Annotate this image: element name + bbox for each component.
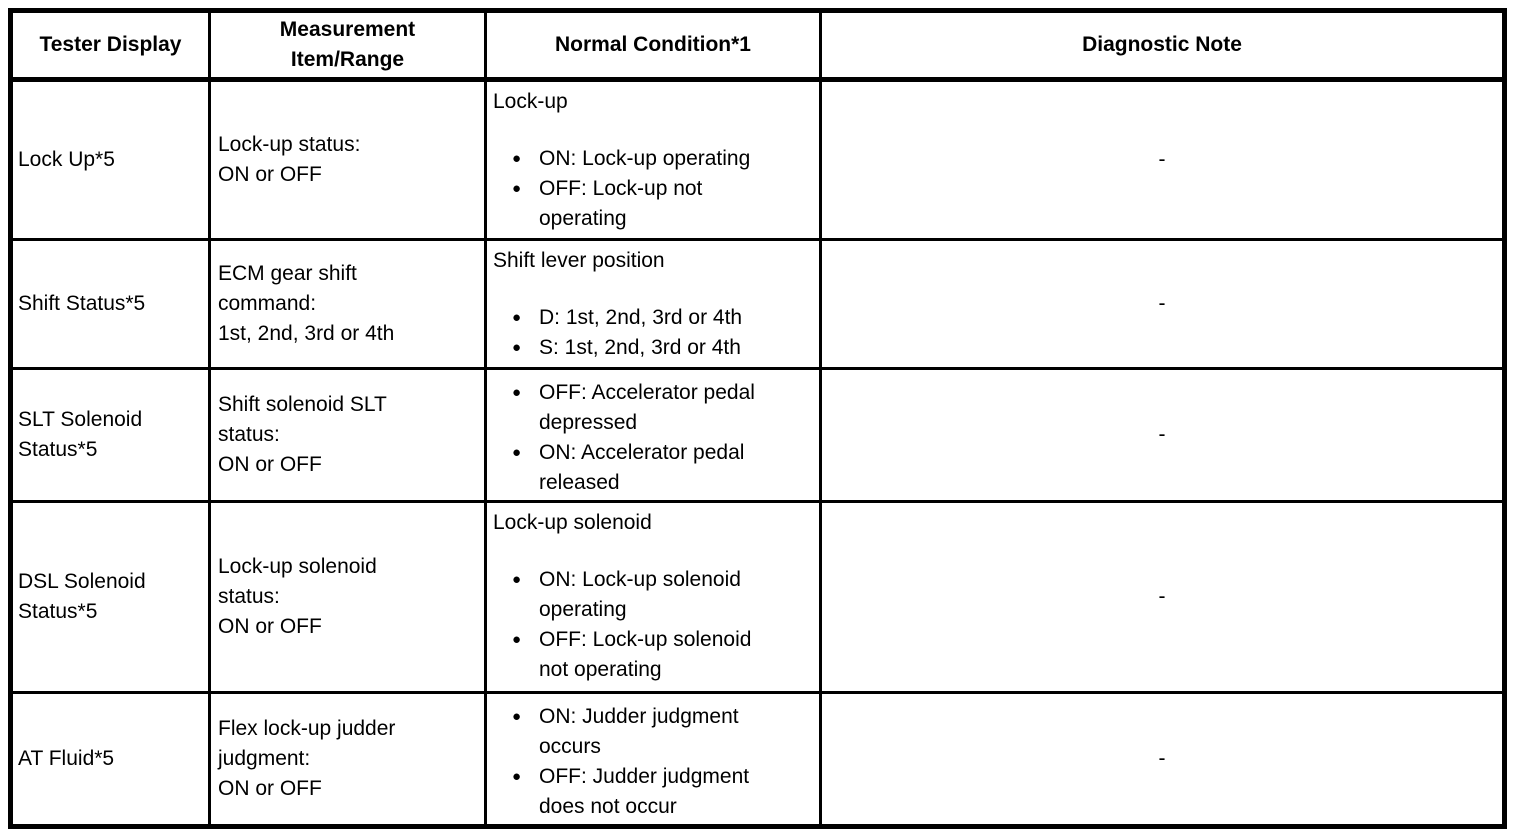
normal-condition-intro: Lock-up solenoid [493,511,652,534]
bullet-text: ON: Judder judgment occurs [539,705,739,758]
table-row: AT Fluid*5 Flex lock-up judder judgment:… [9,691,1506,828]
measurement-item-range-cell: Lock-up solenoid status: ON or OFF [208,500,487,694]
diagnostic-note-cell: - [819,691,1506,828]
bullet-text: OFF: Accelerator pedal depressed [539,381,755,434]
bullet-icon: ● [512,768,522,785]
bullet-item: ● D: 1st, 2nd, 3rd or 4th [493,303,813,333]
measurement-item-range-cell: Lock-up status: ON or OFF [208,78,487,241]
bullet-text: OFF: Judder judgment does not occur [539,765,750,818]
bullet-list: ● ON: Lock-up solenoid operating ● OFF: Loc… [493,565,813,685]
bullet-text: OFF: Lock-up solenoid not operating [539,628,752,681]
tester-display-cell: Lock Up*5 [9,78,211,241]
tester-display-cell: AT Fluid*5 [9,691,211,828]
bullet-list: ● ON: Judder judgment occurs ● OFF: Judder … [493,702,813,822]
header-row: Tester Display Measurement Item/Range No… [9,9,1506,82]
table-body: Lock Up*5 Lock-up status: ON or OFF Lock… [9,78,1506,828]
diagnostic-note-cell: - [819,367,1506,503]
tester-display-cell: Shift Status*5 [9,238,211,370]
bullet-text: ON: Lock-up operating [539,147,751,170]
tester-data-table: Tester Display Measurement Item/Range No… [8,8,1507,829]
bullet-list: ● OFF: Accelerator pedal depressed ● ON: Ac… [493,378,813,498]
table-row: DSL Solenoid Status*5 Lock-up solenoid s… [9,500,1506,694]
bullet-text: ON: Lock-up solenoid operating [539,568,741,621]
table-row: Lock Up*5 Lock-up status: ON or OFF Lock… [9,78,1506,241]
table-header: Tester Display Measurement Item/Range No… [9,9,1506,82]
bullet-text: S: 1st, 2nd, 3rd or 4th [539,336,741,359]
normal-condition-intro: Lock-up [493,90,568,113]
normal-condition-cell: ● OFF: Accelerator pedal depressed ● ON: Ac… [484,367,822,503]
diagnostic-note-cell: - [819,78,1506,241]
table-row: Shift Status*5 ECM gear shift command: 1… [9,238,1506,370]
bullet-item: ● ON: Accelerator pedal released [493,438,813,498]
bullet-text: D: 1st, 2nd, 3rd or 4th [539,306,743,329]
bullet-icon: ● [512,571,522,588]
bullet-list: ● ON: Lock-up operating ● OFF: Lock-up not … [493,144,813,234]
table-row: SLT Solenoid Status*5 Shift solenoid SLT… [9,367,1506,503]
bullet-item: ● ON: Lock-up operating [493,144,813,174]
normal-condition-cell: Lock-up ● ON: Lock-up operating ● OFF: Lock… [484,78,822,241]
diagnostic-note-cell: - [819,500,1506,694]
bullet-icon: ● [512,708,522,725]
bullet-icon: ● [512,309,522,326]
bullet-text: OFF: Lock-up not operating [539,177,703,230]
column-header-normal-condition: Normal Condition*1 [484,9,822,82]
tester-display-cell: SLT Solenoid Status*5 [9,367,211,503]
bullet-icon: ● [512,631,522,648]
bullet-icon: ● [512,339,522,356]
normal-condition-cell: Lock-up solenoid ● ON: Lock-up solenoid o… [484,500,822,694]
diagnostic-note-cell: - [819,238,1506,370]
bullet-icon: ● [512,180,522,197]
bullet-item: ● ON: Lock-up solenoid operating [493,565,813,625]
bullet-text: ON: Accelerator pedal released [539,441,745,494]
bullet-item: ● ON: Judder judgment occurs [493,702,813,762]
bullet-icon: ● [512,444,522,461]
bullet-icon: ● [512,150,522,167]
bullet-list: ● D: 1st, 2nd, 3rd or 4th ● S: 1st, 2nd, 3r… [493,303,813,363]
normal-condition-cell: ● ON: Judder judgment occurs ● OFF: Judder … [484,691,822,828]
bullet-item: ● S: 1st, 2nd, 3rd or 4th [493,333,813,363]
column-header-diagnostic-note: Diagnostic Note [819,9,1506,82]
bullet-icon: ● [512,384,522,401]
bullet-item: ● OFF: Judder judgment does not occur [493,762,813,822]
bullet-item: ● OFF: Lock-up solenoid not operating [493,625,813,685]
measurement-item-range-cell: ECM gear shift command: 1st, 2nd, 3rd or… [208,238,487,370]
tester-display-cell: DSL Solenoid Status*5 [9,500,211,694]
bullet-item: ● OFF: Lock-up not operating [493,174,813,234]
measurement-item-range-cell: Flex lock-up judder judgment: ON or OFF [208,691,487,828]
measurement-item-range-cell: Shift solenoid SLT status: ON or OFF [208,367,487,503]
column-header-tester-display: Tester Display [9,9,211,82]
column-header-measurement-item-range: Measurement Item/Range [208,9,487,82]
bullet-item: ● OFF: Accelerator pedal depressed [493,378,813,438]
normal-condition-intro: Shift lever position [493,249,665,272]
normal-condition-cell: Shift lever position ● D: 1st, 2nd, 3rd o… [484,238,822,370]
